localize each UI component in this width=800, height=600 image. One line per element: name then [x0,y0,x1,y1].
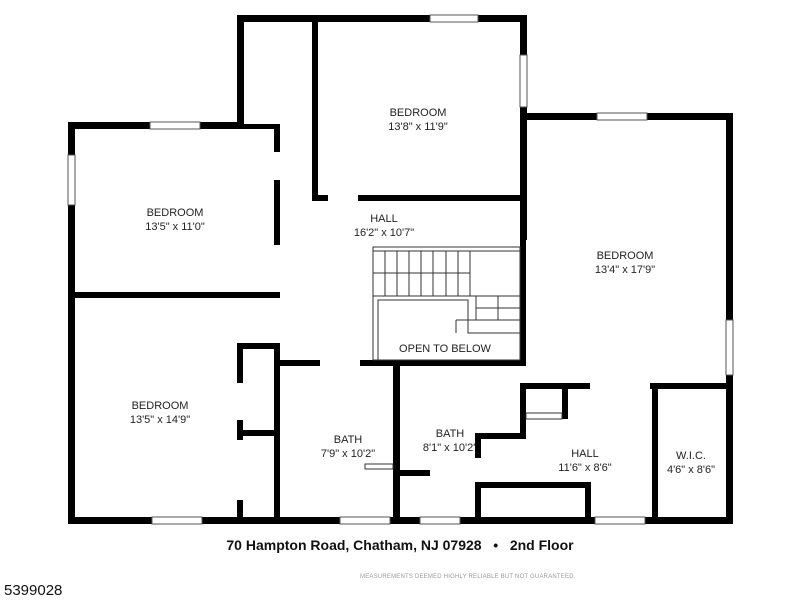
window [429,14,479,23]
wall [475,482,481,522]
room-size: 16'2" x 10'7" [353,227,415,239]
room-label-bedroom-2: BEDROOM 13'5" x 11'0" [145,206,205,234]
room-name: BEDROOM [596,250,654,262]
room-name: BEDROOM [146,207,204,219]
wall [312,195,328,201]
wall [652,383,658,520]
wall [562,389,568,419]
room-size: 7'9" x 10'2" [320,448,376,460]
room-label-bath-2: BATH 8'1" x 10'2" [423,427,477,455]
room-label-bedroom-1: BEDROOM 13'8" x 11'9" [388,106,448,134]
wall [393,360,400,520]
walls [68,15,733,524]
floor-label: 2nd Floor [509,537,574,553]
room-size: 4'6" x 8'6" [666,464,716,476]
footer-address-line: 70 Hampton Road, Chatham, NJ 07928 • 2nd… [0,537,800,553]
window [67,154,76,206]
wall [520,383,590,389]
room-label-hall-2: HALL 11'6" x 8'6" [558,447,611,475]
room-name: W.I.C. [676,450,706,462]
room-size: 13'5" x 11'0" [145,221,205,233]
wall [726,113,733,524]
window [149,121,201,130]
address: 70 Hampton Road, Chatham, NJ 07928 [226,537,482,553]
window [519,54,528,108]
room-label-bedroom-4: BEDROOM 13'5" x 14'9" [130,399,190,427]
window [725,319,734,376]
wall [280,360,320,366]
wall [650,383,732,389]
room-size: 8'1" x 10'2" [422,442,478,454]
room-label-bedroom-3: BEDROOM 13'4" x 17'9" [595,249,655,277]
wall [360,360,526,366]
wall [237,15,244,129]
wall [68,292,280,298]
wall [312,15,318,200]
window [594,516,646,525]
room-label-hall-1: HALL 16'2" x 10'7" [354,212,414,240]
room-name: BATH [435,428,465,440]
wall [520,240,526,365]
wall [475,433,481,458]
wall [68,517,733,524]
room-name: BEDROOM [131,400,189,412]
window [339,516,391,525]
wall [274,124,280,152]
room-name: HALL [571,448,599,460]
wall [68,122,75,524]
wall [274,343,280,520]
wall [237,500,243,520]
room-name: HALL [370,213,398,225]
room-label-wic: W.I.C. 4'6" x 8'6" [667,449,715,477]
room-size: 11'6" x 8'6" [558,462,612,474]
staircase [364,246,563,470]
wall [237,343,280,349]
wall [475,433,526,439]
wall [520,383,526,438]
room-name: BEDROOM [389,107,447,119]
room-size: 13'8" x 11'9" [388,121,448,133]
open-to-below-label: OPEN TO BELOW [399,343,491,355]
separator: • [493,537,499,553]
windows [67,14,734,525]
window [596,112,648,121]
listing-id: 5399028 [4,582,63,599]
wall [481,482,591,488]
disclaimer: MEASUREMENTS DEEMED HIGHLY RELIABLE BUT … [360,574,576,580]
wall [237,343,243,383]
room-label-bath-1: BATH 7'9" x 10'2" [321,433,375,461]
wall [358,195,527,201]
window [151,516,203,525]
wall [274,180,280,245]
room-name: BATH [333,434,363,446]
window [419,516,461,525]
room-size: 13'4" x 17'9" [594,264,656,276]
room-size: 13'5" x 14'9" [129,414,191,426]
wall [520,15,527,240]
wall [400,470,430,476]
stair-treads [373,250,520,296]
wall [237,430,280,436]
wall [243,124,280,129]
wall [585,482,591,522]
wall [237,15,527,22]
